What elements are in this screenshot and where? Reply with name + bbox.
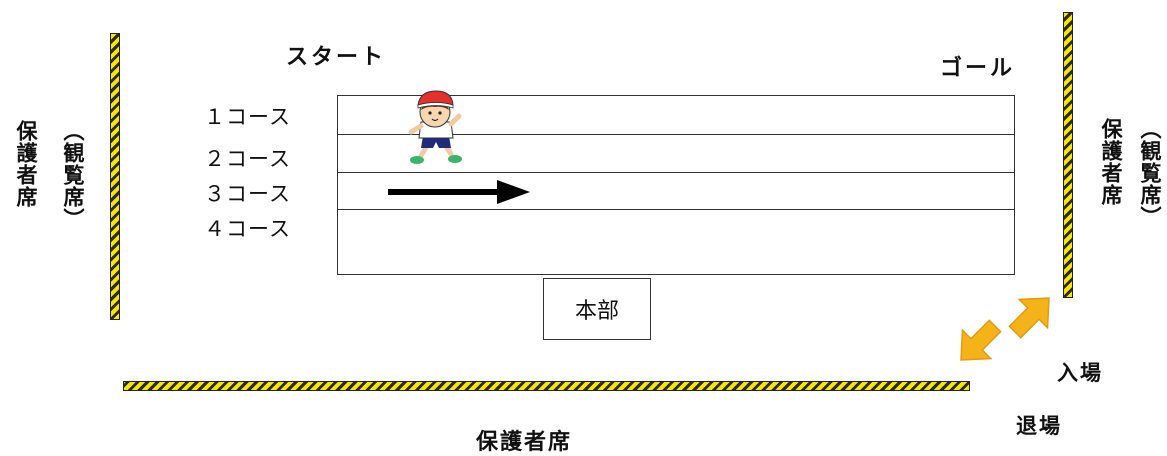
lane-divider — [338, 172, 1014, 173]
start-label: スタート — [286, 45, 387, 70]
headquarters-label: 本部 — [574, 299, 619, 324]
entry-label: 入場 — [1057, 361, 1103, 385]
lane-divider — [338, 134, 1014, 135]
running-track — [337, 95, 1015, 275]
lane-label-1: １コース — [204, 105, 291, 129]
lane-label-2: ２コース — [204, 147, 291, 171]
runner-child-illustration — [408, 90, 462, 164]
bottom-seats-label: 保護者席 — [476, 430, 573, 455]
lane-label-3: ３コース — [204, 182, 291, 206]
right-barrier — [1063, 12, 1073, 298]
left-seats-main-label: 保護者席 — [14, 120, 38, 208]
headquarters-box: 本部 — [543, 278, 651, 340]
goal-label: ゴール — [940, 56, 1016, 81]
lane-divider — [338, 209, 1014, 210]
bottom-barrier — [123, 381, 970, 391]
exit-arrow-icon — [960, 319, 1002, 361]
entry-arrow-icon — [1008, 297, 1050, 339]
lane-label-4: ４コース — [204, 217, 291, 241]
left-seats-paren-label: （観覧席） — [61, 120, 85, 230]
right-seats-paren-label: （観覧席） — [1138, 118, 1162, 228]
left-barrier — [110, 33, 120, 320]
right-seats-main-label: 保護者席 — [1099, 118, 1123, 206]
direction-arrow-icon — [388, 180, 530, 204]
exit-label: 退場 — [1016, 414, 1062, 438]
